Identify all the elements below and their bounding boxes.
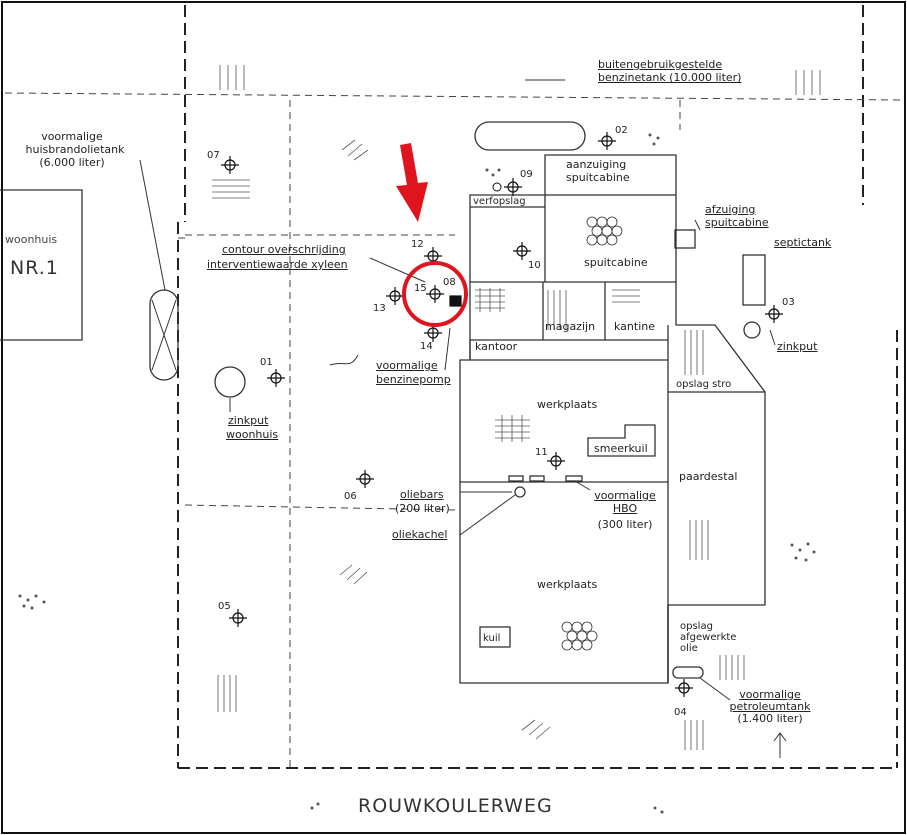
sample-point-07: [221, 156, 239, 174]
label-huisbrandolie-2: huisbrandolietank: [25, 143, 125, 156]
label-benzinepomp-2: benzinepomp: [376, 373, 451, 386]
label-septictank: septictank: [774, 236, 832, 249]
label-kantine: kantine: [614, 320, 655, 333]
label-afzuiging-2: spuitcabine: [705, 216, 769, 229]
point-label-07: 07: [207, 150, 220, 161]
label-opslag-olie-2: afgewerkte: [680, 632, 737, 643]
label-kantoor: kantoor: [475, 340, 518, 353]
sample-point-03: [765, 305, 783, 323]
sample-point-15: [426, 285, 444, 303]
label-hbo-3: (300 liter): [597, 518, 653, 531]
label-werkplaats-bottom: werkplaats: [537, 578, 598, 591]
label-hbo: voormalige: [594, 489, 656, 502]
point-label-08: 08: [443, 277, 456, 288]
tank-cross: [151, 299, 177, 371]
label-benzinepomp: voormalige: [376, 359, 438, 372]
label-contour-2: interventiewaarde xyleen: [207, 258, 348, 271]
point-label-03: 03: [782, 297, 795, 308]
road-name: ROUWKOULERWEG: [358, 795, 553, 817]
label-kuil: kuil: [483, 633, 501, 644]
point-label-13: 13: [373, 303, 386, 314]
label-smeerkuil: smeerkuil: [594, 442, 648, 455]
point-label-09: 09: [520, 169, 533, 180]
sample-point-06: [356, 470, 374, 488]
sample-point-02: [598, 132, 616, 150]
parcel-lines: [4, 92, 906, 768]
sample-point-01: [267, 369, 285, 387]
sample-point-05: [229, 609, 247, 627]
label-magazijn: magazijn: [545, 320, 596, 333]
label-zinkput: zinkput: [777, 340, 818, 353]
label-woonhuis: woonhuis: [5, 233, 58, 246]
label-zinkput-woonhuis: zinkput: [228, 414, 269, 427]
leader-lines: [139, 79, 787, 758]
point-label-06: 06: [344, 491, 357, 502]
label-benzinetank-2: benzinetank (10.000 liter): [598, 71, 742, 84]
point-label-14: 14: [420, 341, 433, 352]
label-benzinetank: buitengebruikgestelde: [598, 58, 723, 71]
sample-point-11: [547, 452, 565, 470]
label-petroleum: voormalige: [739, 688, 801, 701]
label-opslag-stro: opslag stro: [676, 379, 732, 390]
red-arrow-icon: [396, 143, 428, 222]
label-verfopslag: verfopslag: [473, 196, 526, 207]
label-afzuiging: afzuiging: [705, 203, 756, 216]
highlight-circle: [402, 261, 468, 327]
point-label-12: 12: [411, 239, 424, 250]
label-oliebars: oliebars: [400, 488, 444, 501]
sample-point-04: [675, 679, 693, 697]
label-opslag-olie: opslag: [680, 621, 713, 632]
label-oliekachel: oliekachel: [392, 528, 448, 541]
sample-point-09: [504, 178, 522, 196]
label-paardestal: paardestal: [679, 470, 738, 483]
label-hbo-2: HBO: [612, 502, 638, 515]
sample-point-14: [424, 324, 442, 342]
label-huisbrandolie: voormalige: [41, 130, 103, 143]
point-label-05: 05: [218, 601, 231, 612]
point-label-04: 04: [674, 707, 687, 718]
point-label-02: 02: [615, 125, 628, 136]
point-label-01: 01: [260, 357, 273, 368]
label-huisbrandolie-3: (6.000 liter): [39, 156, 105, 169]
label-contour: contour overschrijding: [222, 243, 346, 256]
sample-point-13: [386, 287, 404, 305]
label-oliebars-2: (200 liter): [395, 502, 450, 515]
label-spuitcabine: spuitcabine: [584, 256, 648, 269]
label-petroleum-2: petroleumtank: [729, 700, 811, 713]
point-label-15: 15: [414, 283, 427, 294]
buildings: [0, 121, 766, 684]
sample-point-08: [449, 295, 462, 307]
sample-points: [221, 132, 783, 697]
label-werkplaats-top: werkplaats: [537, 398, 598, 411]
highlight: [396, 143, 468, 327]
label-aanzuiging-2: spuitcabine: [566, 171, 630, 184]
sample-point-10: [513, 242, 531, 260]
label-petroleum-3: (1.400 liter): [737, 712, 803, 725]
label-aanzuiging: aanzuiging: [566, 158, 627, 171]
point-label-11: 11: [535, 447, 548, 458]
label-nr1: NR.1: [10, 257, 59, 279]
label-opslag-olie-3: olie: [680, 643, 698, 654]
property-boundary: [177, 5, 898, 769]
hatch-patches: [212, 65, 821, 750]
honeycomb-patches: [561, 216, 623, 651]
label-zinkput-woonhuis-2: woonhuis: [226, 428, 279, 441]
dot-clusters: [18, 133, 816, 814]
point-label-10: 10: [528, 260, 541, 271]
